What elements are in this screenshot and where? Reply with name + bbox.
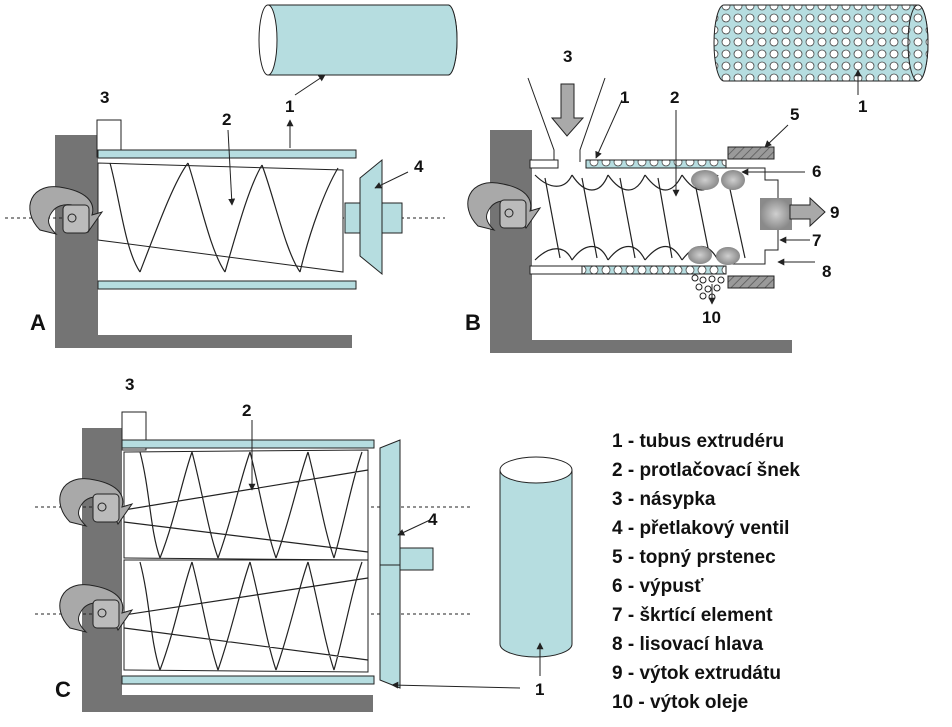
blob-3-b — [688, 246, 712, 264]
barrel-bottom-c — [121, 675, 375, 685]
callout-a-1: 1 — [285, 97, 294, 116]
blob-1-b — [691, 170, 719, 190]
legend-item: 3 - násypka — [612, 489, 716, 510]
drive-arrow-b — [467, 182, 542, 231]
drive-arrow-a — [29, 186, 104, 235]
legend-item: 9 - výtok extrudátu — [612, 663, 781, 684]
callout-b-5: 5 — [790, 105, 799, 124]
feed-arrow-b — [550, 83, 585, 137]
legend: 1 - tubus extrudéru 2 - protlačovací šne… — [612, 430, 800, 720]
callout-b-7: 7 — [812, 231, 821, 250]
callout-b-6: 6 — [812, 162, 821, 181]
callout-b-8: 8 — [822, 262, 831, 281]
barrel-icon-a-front — [258, 4, 278, 76]
frame-a — [55, 135, 352, 348]
callout-a-4: 4 — [414, 157, 424, 176]
leader-b-5 — [764, 124, 789, 148]
heater-bottom-b — [727, 275, 775, 289]
valve-c — [379, 439, 401, 689]
legend-item: 7 - škrtící element — [612, 605, 773, 626]
callout-a-3: 3 — [100, 88, 109, 107]
legend-item: 8 - lisovací hlava — [612, 634, 764, 655]
screw-b — [534, 174, 746, 261]
panel-label-b: B — [465, 310, 481, 335]
legend-item: 10 - výtok oleje — [612, 692, 749, 713]
callout-b-9: 9 — [830, 203, 839, 222]
barrel-top-b — [585, 159, 727, 169]
perforated-barrel-icon-b — [713, 4, 929, 82]
callout-b-10: 10 — [702, 308, 721, 327]
leader-c-1 — [391, 681, 521, 689]
output-arrow-b — [789, 196, 826, 228]
legend-item: 5 - topný prstenec — [612, 547, 776, 568]
blob-4-b — [716, 247, 740, 265]
callout-c-1: 1 — [535, 680, 544, 699]
barrel-top-left-b — [529, 159, 559, 169]
callout-b-2: 2 — [670, 88, 679, 107]
screw-flights-c — [123, 451, 369, 671]
callout-c-2: 2 — [242, 401, 251, 420]
callout-b-3: 3 — [563, 47, 572, 66]
frame-b — [490, 130, 792, 353]
valve-a — [359, 158, 383, 276]
drive-arrow-c-lower — [59, 584, 134, 633]
legend-item: 2 - protlačovací šnek — [612, 460, 800, 481]
leader-c-4 — [397, 519, 431, 536]
callout-b-1: 1 — [620, 88, 629, 107]
leader-b-1 — [595, 99, 623, 159]
callout-b-1-perf: 1 — [858, 97, 867, 116]
drive-arrow-c-upper — [59, 478, 134, 527]
oil-drops-b — [691, 274, 725, 301]
panel-c: 3 2 4 1 C — [35, 375, 573, 712]
legend-item: 4 - přetlakový ventil — [612, 518, 790, 539]
legend-item: 1 - tubus extrudéru — [612, 431, 785, 452]
leader-a-1b — [294, 74, 326, 96]
screw-body-a — [97, 162, 344, 273]
frame-c — [82, 428, 373, 712]
barrel-bottom-perf-b — [581, 265, 727, 275]
leader-a-4 — [374, 171, 409, 189]
leader-a-2 — [227, 129, 236, 206]
panel-label-a: A — [30, 310, 46, 335]
screw-flight-a — [109, 162, 339, 273]
legend-item: 6 - výpusť — [612, 576, 704, 597]
valve-stem-c — [399, 547, 434, 571]
barrel-bottom-b — [529, 265, 583, 275]
barrel-icon-a — [268, 4, 458, 76]
callout-a-2: 2 — [222, 110, 231, 129]
barrel-icon-c — [499, 456, 573, 658]
barrel-top-c — [121, 439, 375, 449]
extrudate-b — [760, 198, 792, 230]
callout-c-3: 3 — [125, 375, 134, 394]
barrel-bottom-a — [97, 280, 357, 290]
blob-2-b — [721, 170, 745, 190]
heater-top-b — [727, 146, 775, 160]
callout-c-4: 4 — [428, 510, 438, 529]
screw-upper-c — [123, 449, 369, 561]
hopper-b — [527, 77, 606, 162]
panel-label-c: C — [55, 677, 71, 702]
screw-lower-c — [123, 559, 369, 673]
panel-a: 3 2 1 4 A — [5, 4, 458, 348]
barrel-top-a — [97, 149, 357, 159]
panel-b: 3 1 2 5 1 6 9 7 8 10 B — [465, 4, 929, 353]
